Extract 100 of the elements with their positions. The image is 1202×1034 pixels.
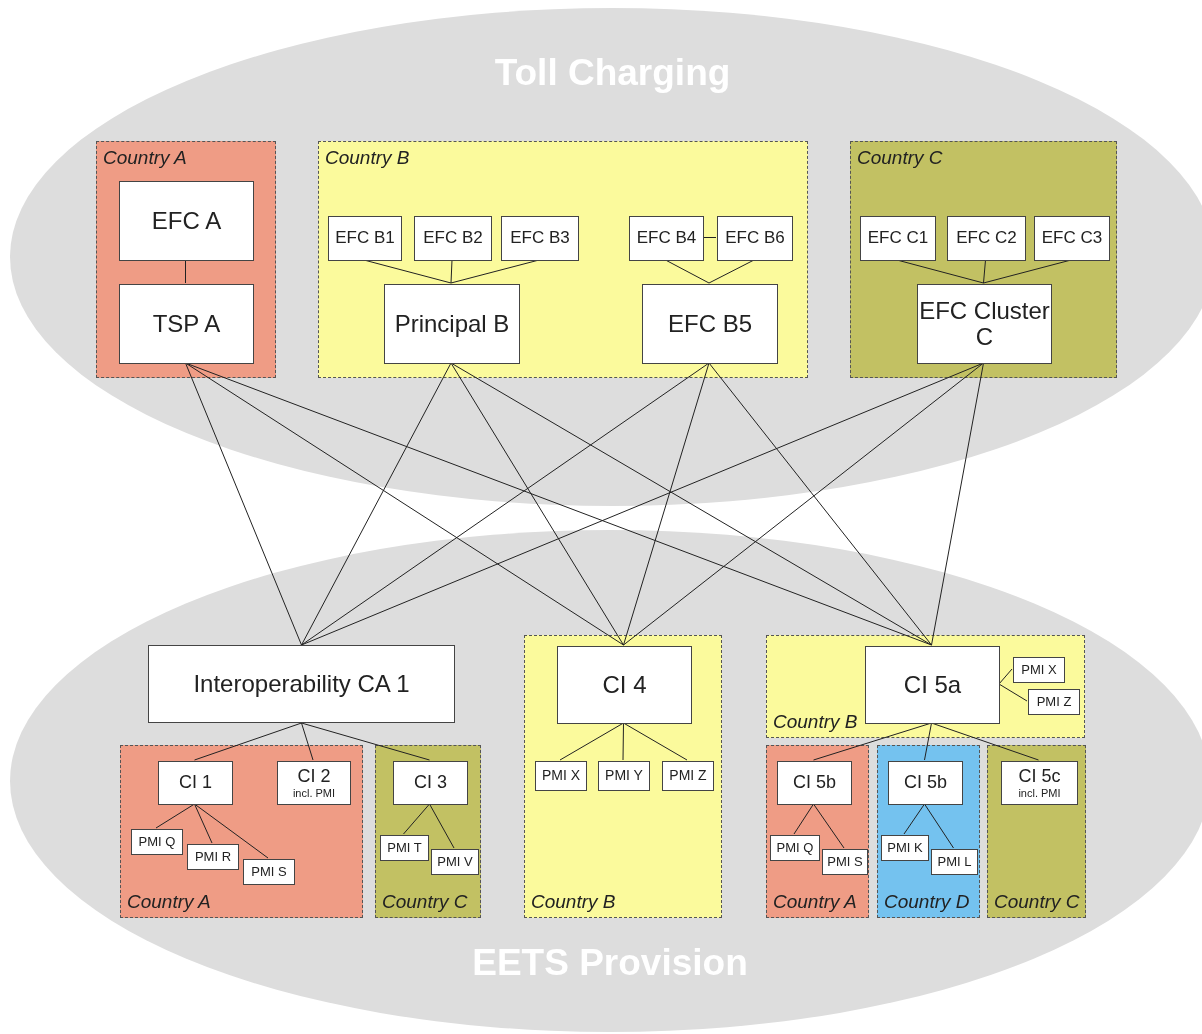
connector-line xyxy=(924,803,954,849)
entity-box xyxy=(119,284,254,364)
entity-box xyxy=(328,216,402,261)
box-label: PMI Z xyxy=(669,768,707,784)
box-label: EFC B5 xyxy=(668,310,752,338)
entity-box xyxy=(393,761,468,805)
box-label: CI 5a xyxy=(903,671,962,699)
connector-line xyxy=(403,803,430,835)
entity-box xyxy=(881,835,929,861)
connector-line xyxy=(623,362,710,646)
entity-box xyxy=(917,284,1052,364)
entity-box xyxy=(1013,657,1065,683)
country-label: Country B xyxy=(531,891,616,913)
box-label: PMI Y xyxy=(605,768,643,784)
box-label: PMI R xyxy=(194,849,232,865)
country-area xyxy=(766,635,1085,738)
country-label: Country C xyxy=(994,891,1080,913)
box-label: EFC B1 xyxy=(335,229,395,248)
country-area xyxy=(120,745,363,918)
connector-line xyxy=(813,722,932,761)
entity-box xyxy=(931,849,978,875)
entity-box xyxy=(148,645,455,723)
box-label: EFC B6 xyxy=(725,229,785,248)
entity-box xyxy=(822,849,868,875)
connector-line xyxy=(623,362,984,646)
entity-box xyxy=(629,216,704,261)
country-area xyxy=(375,745,481,918)
box-label: PMI S xyxy=(251,864,287,880)
entity-box xyxy=(187,844,239,870)
entity-box xyxy=(662,761,714,791)
box-label: PMI X xyxy=(1021,662,1057,678)
box-label: CI 4 xyxy=(602,671,647,699)
connector-line xyxy=(301,362,710,646)
country-area xyxy=(96,141,276,378)
box-label: CI 5b xyxy=(904,773,947,793)
connector-line xyxy=(185,362,932,646)
entity-box xyxy=(1034,216,1110,261)
country-area xyxy=(766,745,869,918)
box-label: PMI S xyxy=(827,854,863,870)
connector-line xyxy=(665,259,710,284)
entity-box xyxy=(777,761,852,805)
box-label: PMI X xyxy=(541,768,581,784)
box-label: CI 1 xyxy=(179,773,212,793)
entity-box xyxy=(865,646,1000,724)
connector-line xyxy=(194,803,269,859)
connector-line xyxy=(998,668,1013,685)
entity-box xyxy=(119,181,254,261)
entity-box xyxy=(557,646,692,724)
connector-line xyxy=(185,259,186,284)
entity-box xyxy=(888,761,963,805)
box-note: incl. PMI xyxy=(1018,786,1061,799)
connector-line xyxy=(623,722,688,761)
country-label: Country B xyxy=(773,711,858,733)
box-label: EFC B4 xyxy=(636,229,697,248)
box-label: PMI Q xyxy=(138,834,176,850)
box-label: PMI L xyxy=(937,854,972,870)
connector-line xyxy=(983,259,986,284)
box-label: CI 5c xyxy=(1018,767,1061,787)
box-label: TSP A xyxy=(152,310,221,338)
box-label: EFC B2 xyxy=(423,229,483,248)
entity-box xyxy=(1001,761,1078,805)
connector-line xyxy=(708,362,932,646)
connector-line xyxy=(903,803,925,835)
box-label: CI 3 xyxy=(414,773,447,793)
connector-line xyxy=(429,803,455,849)
connector-line xyxy=(931,722,1039,761)
country-label: Country A xyxy=(773,891,857,913)
connector-line xyxy=(998,683,1028,702)
connector-line xyxy=(194,722,302,761)
country-label: Country A xyxy=(103,147,187,169)
box-label: Principal B xyxy=(394,310,510,338)
connector-line xyxy=(708,259,755,284)
entity-box xyxy=(717,216,793,261)
box-label: CI 5b xyxy=(793,773,836,793)
entity-box xyxy=(642,284,778,364)
connector-line xyxy=(702,237,717,238)
connector-line xyxy=(155,803,195,829)
entity-box xyxy=(535,761,587,791)
entity-box xyxy=(380,835,429,861)
connector-line xyxy=(301,722,430,761)
box-label: PMI T xyxy=(387,840,422,856)
connector-line xyxy=(301,362,984,646)
entity-box xyxy=(501,216,579,261)
box-label: EFC C1 xyxy=(867,229,929,248)
entity-box xyxy=(598,761,650,791)
connector-line xyxy=(450,362,624,646)
connector-line xyxy=(622,722,624,761)
entity-box xyxy=(384,284,520,364)
country-label: Country B xyxy=(325,147,410,169)
connector-line xyxy=(931,362,984,646)
box-label: PMI Q xyxy=(776,840,814,856)
country-label: Country D xyxy=(884,891,970,913)
entity-box xyxy=(860,216,936,261)
connector-line xyxy=(450,259,453,284)
connector-line xyxy=(559,722,624,761)
entity-box xyxy=(131,829,183,855)
box-label: CI 2 xyxy=(297,767,331,787)
country-label: Country C xyxy=(857,147,943,169)
box-label: PMI Z xyxy=(1036,694,1072,710)
country-area xyxy=(524,635,722,918)
